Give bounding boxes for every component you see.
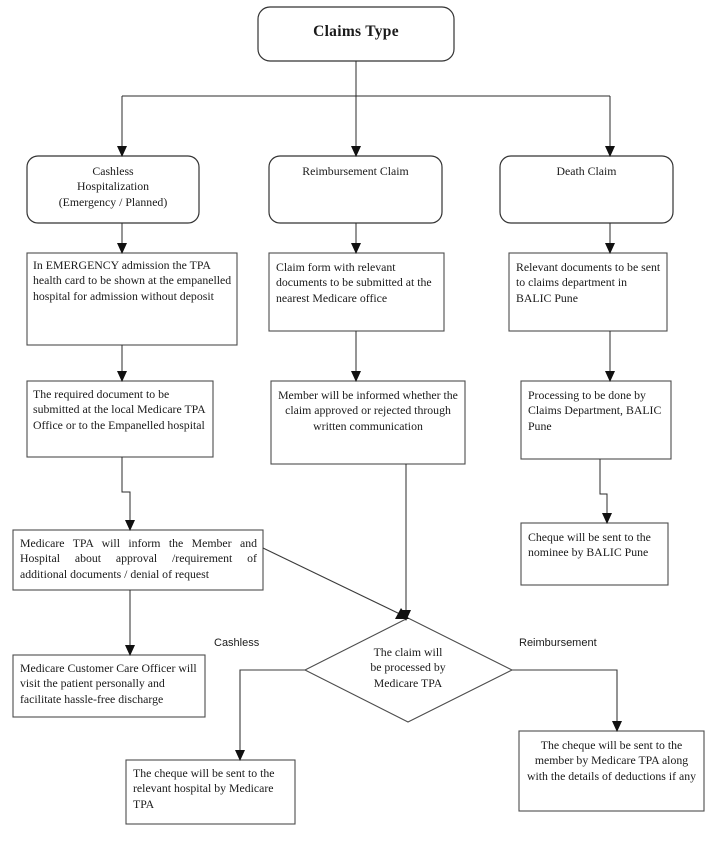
node-shape-reimb-step2[interactable] — [270, 380, 466, 465]
arrowhead-cashless-step2 — [117, 371, 127, 382]
node-label-death-step3: Cheque will be sent to the nominee by BA… — [528, 530, 651, 560]
node-label-outcome-cashless: The cheque will be sent to the relevant … — [133, 766, 275, 811]
connector-decision-cashless-branch — [239, 669, 305, 754]
node-shape-cashless-step2[interactable] — [26, 380, 214, 458]
node-label-cashless-step4: Medicare Customer Care Officer will visi… — [20, 661, 197, 706]
node-label-cashless-step2: The required document to be submitted at… — [33, 387, 206, 432]
node-shape-outcome-reimbursement[interactable] — [518, 730, 705, 812]
node-shape-outcome-cashless[interactable] — [125, 759, 296, 825]
node-shape-death-step3[interactable] — [520, 522, 669, 586]
arrowhead-outcome-reimbursement — [612, 721, 622, 732]
node-shape-death-step1[interactable] — [508, 252, 668, 332]
arrowhead-death-step1 — [605, 243, 615, 254]
node-shape-cashless-step3[interactable] — [12, 529, 264, 591]
node-label-death-step1: Relevant documents to be sent to claims … — [516, 260, 661, 305]
node-label-cashless-step3: Medicare TPA will inform the Member and … — [20, 536, 257, 581]
arrowhead-bus-to-reimbursement — [351, 146, 361, 157]
node-label-reimb-step1: Claim form with relevant documents to be… — [276, 260, 432, 305]
arrowhead-cashless-step3 — [125, 520, 135, 531]
node-label-decision: The claim will be processed by Medicare … — [370, 645, 446, 690]
arrowhead-cashless-step1 — [117, 243, 127, 254]
connector-cashless-step3-to-decision — [262, 547, 405, 617]
connector-cashless-step2-to-step3 — [121, 457, 131, 524]
node-shape-cashless-step1[interactable] — [26, 252, 238, 346]
arrowhead-bus-to-death — [605, 146, 615, 157]
node-shape-decision[interactable] — [303, 617, 514, 723]
node-label-death-step2: Processing to be done by Claims Departme… — [528, 388, 662, 433]
node-label-death-claim: Death Claim — [556, 164, 617, 178]
node-shape-cashless-step4[interactable] — [12, 654, 206, 718]
node-shape-death-step2[interactable] — [520, 380, 672, 460]
node-shape-reimb-step1[interactable] — [268, 252, 445, 332]
node-shape-cashless-hospitalization[interactable] — [26, 155, 200, 224]
node-shape-death-claim[interactable] — [499, 155, 674, 224]
page-title: Claims Type — [313, 23, 399, 40]
arrowhead-death-step3 — [602, 513, 612, 524]
node-label-reimb-step2: Member will be informed whether the clai… — [278, 388, 458, 433]
arrowhead-reimb-to-decision — [401, 610, 411, 621]
node-label-outcome-reimbursement: The cheque will be sent to the member by… — [526, 738, 697, 783]
node-label-cashless-hospitalization: Cashless Hospitalization (Emergency / Pl… — [58, 164, 168, 209]
edge-label-cashless: Cashless — [214, 637, 260, 649]
connector-decision-reimbursement-branch — [512, 669, 618, 725]
arrowhead-bus-to-cashless — [117, 146, 127, 157]
arrowhead-reimb-step2 — [351, 371, 361, 382]
edge-label-reimbursement: Reimbursement — [519, 637, 597, 649]
arrowhead-death-step2 — [605, 371, 615, 382]
connector-death-step2-to-step3 — [599, 459, 608, 517]
node-label-reimbursement-claim: Reimbursement Claim — [302, 164, 409, 178]
arrowhead-cashless-step4 — [125, 645, 135, 656]
arrowhead-reimb-step1 — [351, 243, 361, 254]
arrowhead-outcome-cashless — [235, 750, 245, 761]
node-label-cashless-step1: In EMERGENCY admission the TPA health ca… — [33, 258, 232, 303]
